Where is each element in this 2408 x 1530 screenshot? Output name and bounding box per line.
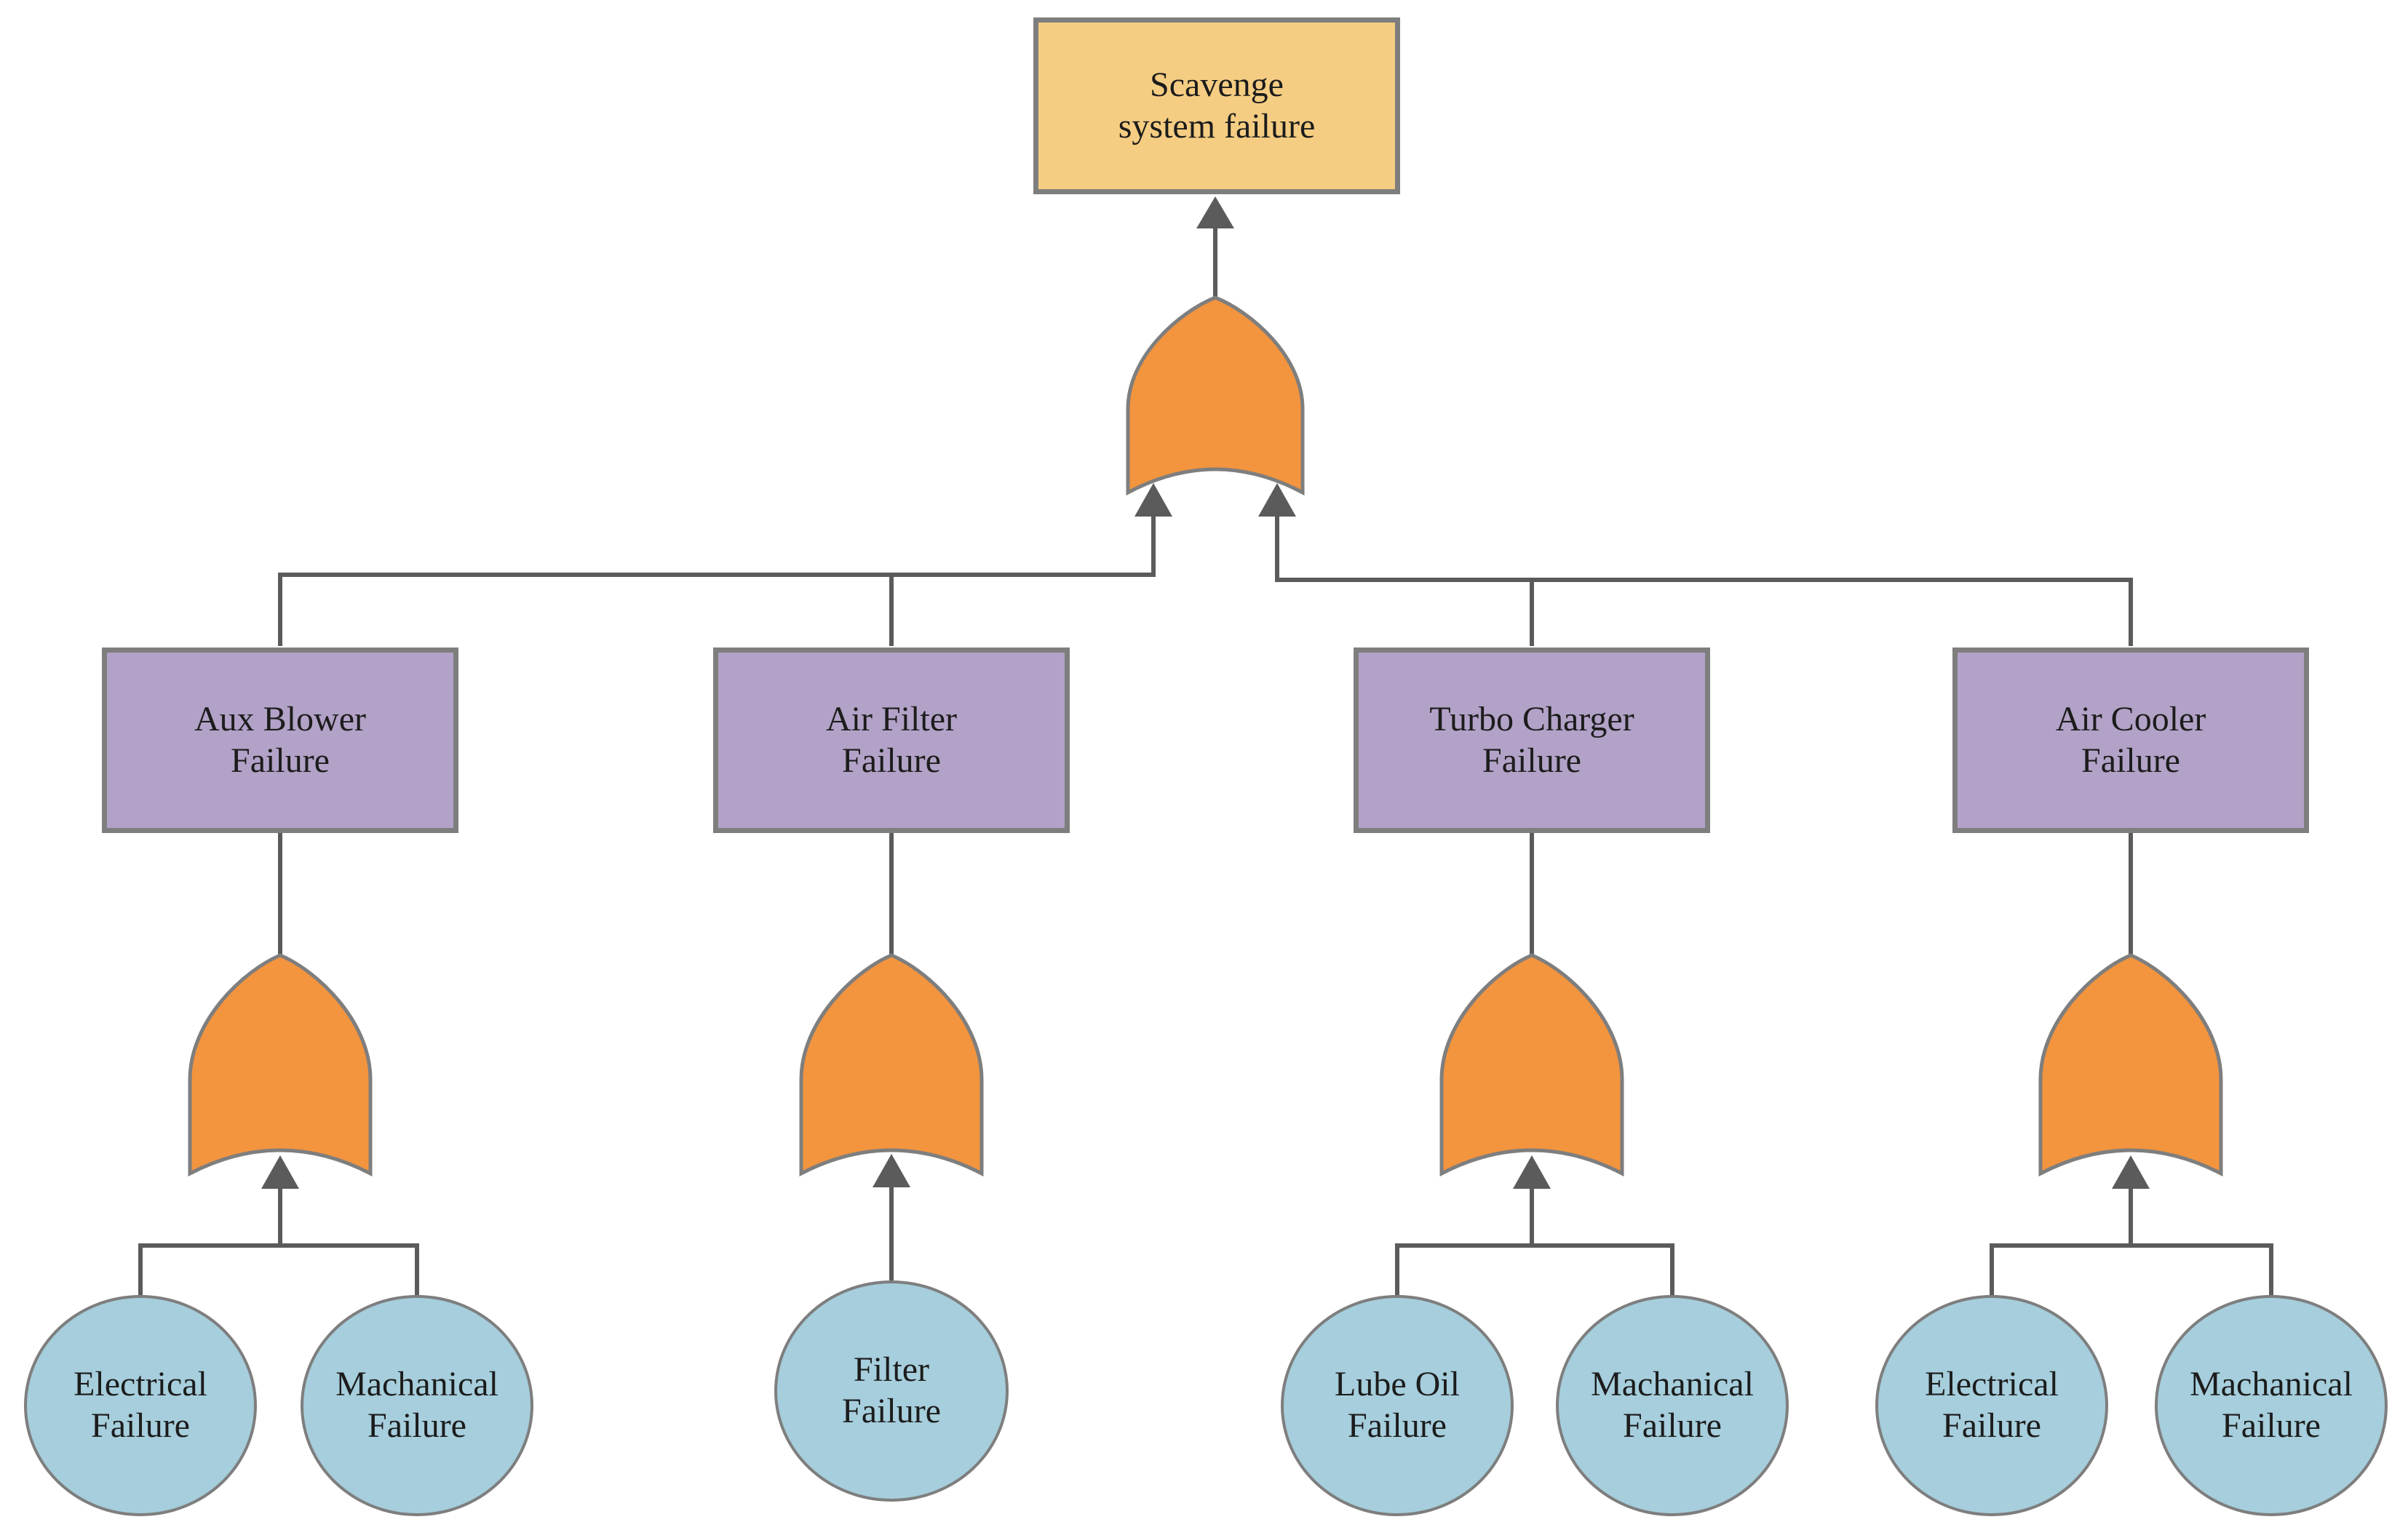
basic-event-label: Machanical Failure	[2190, 1365, 2353, 1445]
or-gate-turbo-charger[interactable]	[1439, 953, 1624, 1177]
or-gate-main[interactable]	[1126, 295, 1305, 496]
connector	[1275, 517, 2133, 646]
or-gate-air-cooler[interactable]	[2038, 953, 2223, 1177]
basic-event-label: Electrical Failure	[1925, 1365, 2059, 1445]
basic-event-label: Electrical Failure	[73, 1365, 207, 1445]
arrowhead	[1196, 196, 1234, 228]
or-gate-air-filter[interactable]	[799, 953, 984, 1177]
intermediate-event-turbo-charger[interactable]: Turbo Charger Failure	[1354, 648, 1710, 833]
basic-event-label: Machanical Failure	[1591, 1365, 1754, 1445]
intermediate-event-label: Air Cooler Failure	[2055, 699, 2206, 780]
connector	[278, 517, 1156, 646]
or-gate-aux-blower[interactable]	[188, 953, 373, 1177]
arrowhead	[1135, 483, 1172, 517]
connector	[1990, 1243, 2273, 1296]
intermediate-event-aux-blower[interactable]: Aux Blower Failure	[102, 648, 458, 833]
basic-event-machanical-failure-1[interactable]: Machanical Failure	[301, 1295, 533, 1516]
arrowhead	[2112, 1155, 2150, 1189]
intermediate-event-label: Air Filter Failure	[826, 699, 957, 780]
intermediate-event-air-cooler[interactable]: Air Cooler Failure	[1952, 648, 2309, 833]
basic-event-machanical-failure-2[interactable]: Machanical Failure	[1556, 1295, 1789, 1516]
basic-event-machanical-failure-3[interactable]: Machanical Failure	[2155, 1295, 2388, 1516]
arrowhead	[261, 1155, 299, 1189]
arrowhead	[873, 1154, 910, 1187]
basic-event-label: Machanical Failure	[335, 1365, 498, 1445]
basic-event-lube-oil-failure[interactable]: Lube Oil Failure	[1281, 1295, 1514, 1516]
top-event-box[interactable]: Scavenge system failure	[1033, 17, 1400, 194]
intermediate-event-label: Aux Blower Failure	[194, 699, 366, 780]
intermediate-event-label: Turbo Charger Failure	[1429, 699, 1634, 780]
basic-event-label: Lube Oil Failure	[1335, 1365, 1460, 1445]
basic-event-electrical-failure-1[interactable]: Electrical Failure	[24, 1295, 257, 1516]
intermediate-event-air-filter[interactable]: Air Filter Failure	[713, 648, 1070, 833]
basic-event-filter-failure[interactable]: Filter Failure	[774, 1280, 1009, 1502]
basic-event-label: Filter Failure	[842, 1350, 941, 1430]
arrowhead	[1258, 483, 1296, 517]
connector	[138, 1243, 419, 1296]
basic-event-electrical-failure-2[interactable]: Electrical Failure	[1875, 1295, 2108, 1516]
arrowhead	[1513, 1155, 1551, 1189]
connector	[1395, 1243, 1674, 1296]
top-event-label: Scavenge system failure	[1118, 65, 1316, 146]
